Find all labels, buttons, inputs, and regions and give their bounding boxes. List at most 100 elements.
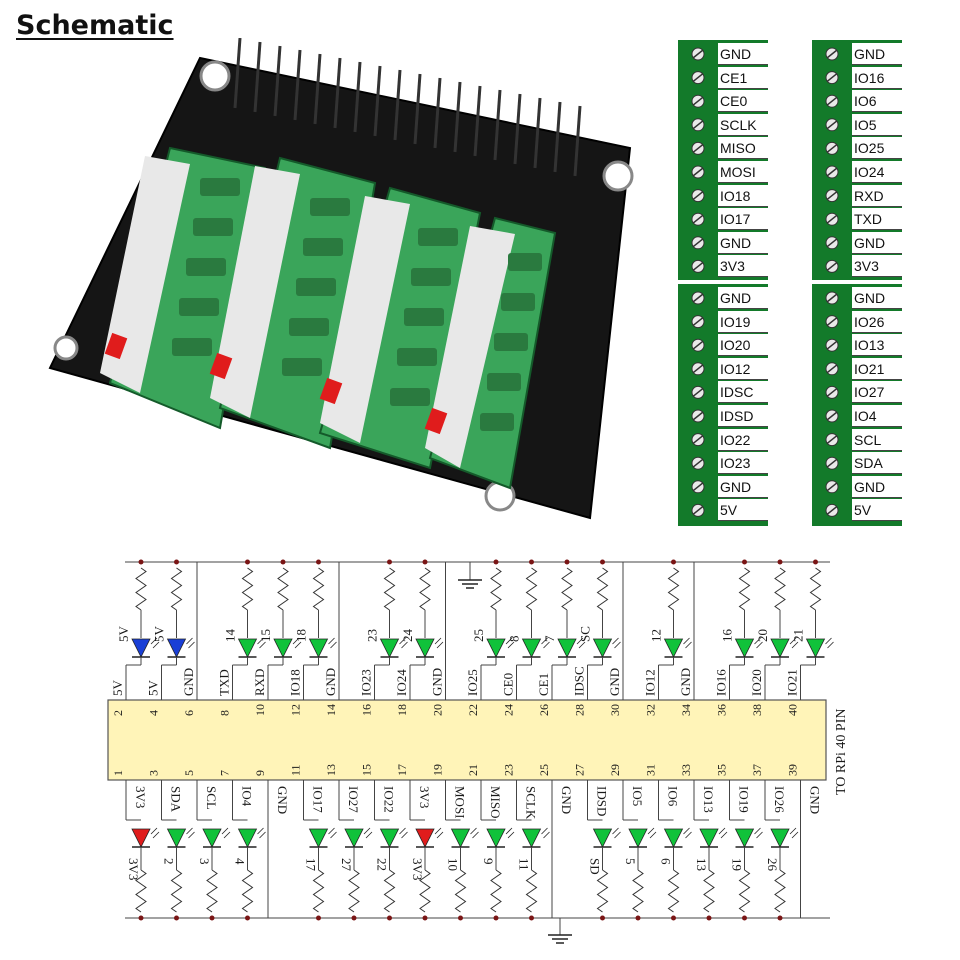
pin-number: 32 bbox=[644, 704, 658, 716]
pin-number: 13 bbox=[324, 764, 338, 776]
led-label: 2 bbox=[162, 858, 177, 865]
terminal-label: GND bbox=[718, 475, 768, 498]
terminal-label: RXD bbox=[852, 184, 902, 207]
junction-dot bbox=[600, 915, 605, 921]
signal-name: GND bbox=[181, 668, 196, 696]
signal-name: 5V bbox=[146, 680, 161, 697]
junction-dot bbox=[209, 915, 215, 921]
led-label: 19 bbox=[730, 858, 745, 871]
signal-name: 3V3 bbox=[417, 786, 432, 808]
signal-name: GND bbox=[678, 668, 693, 696]
resistor bbox=[419, 567, 431, 611]
resistor bbox=[348, 869, 360, 913]
resistor bbox=[525, 567, 538, 611]
terminal-label: IO25 bbox=[852, 137, 902, 160]
pin-number: 26 bbox=[537, 704, 551, 716]
led-icon bbox=[131, 828, 151, 848]
led-label: 14 bbox=[223, 629, 238, 643]
led-icon bbox=[557, 638, 577, 658]
resistor bbox=[632, 869, 644, 913]
led-icon bbox=[805, 638, 826, 658]
mount-hole-icon bbox=[602, 160, 634, 192]
pin-number: 6 bbox=[182, 710, 196, 716]
terminal-label: 5V bbox=[718, 499, 768, 522]
led-label: 23 bbox=[365, 629, 380, 642]
led-icon bbox=[521, 638, 542, 658]
led-label: 27 bbox=[339, 858, 354, 872]
led-label: SC bbox=[578, 626, 593, 642]
junction-dot bbox=[813, 559, 818, 565]
junction-dot bbox=[742, 559, 747, 565]
signal-name: IDSC bbox=[572, 666, 587, 696]
terminal-label: IO21 bbox=[852, 357, 902, 380]
led-label: 9 bbox=[481, 858, 496, 865]
signal-name: SDA bbox=[169, 786, 184, 813]
pin-number: 3 bbox=[147, 770, 161, 776]
terminal-label: GND bbox=[718, 231, 768, 254]
pin-number: 22 bbox=[466, 704, 480, 716]
signal-name: GND bbox=[808, 786, 823, 814]
led-icon bbox=[770, 638, 790, 658]
signal-name: GND bbox=[323, 668, 338, 696]
pin-number: 8 bbox=[218, 710, 232, 716]
resistor bbox=[454, 869, 467, 913]
terminal-label: IO26 bbox=[852, 310, 902, 333]
junction-dot bbox=[316, 559, 321, 565]
terminal-label: IO18 bbox=[718, 184, 768, 207]
junction-dot bbox=[777, 915, 783, 921]
junction-dot bbox=[777, 559, 783, 565]
resistor bbox=[170, 567, 183, 611]
junction-dot bbox=[316, 915, 321, 921]
resistor bbox=[774, 869, 786, 913]
terminal-label: IDSC bbox=[718, 381, 768, 404]
resistor bbox=[703, 869, 715, 913]
resistor bbox=[383, 567, 396, 611]
terminal-label: MOSI bbox=[718, 161, 768, 183]
terminal-label: IO4 bbox=[852, 405, 902, 427]
pin-number: 33 bbox=[679, 764, 693, 776]
mount-hole-icon bbox=[53, 335, 79, 361]
led-label: 8 bbox=[507, 636, 522, 643]
led-label: 21 bbox=[791, 629, 806, 642]
led-icon bbox=[166, 638, 187, 658]
led-label: 12 bbox=[649, 629, 664, 642]
led-icon bbox=[663, 828, 684, 848]
terminal-label: TXD bbox=[852, 208, 902, 231]
led-label: 3 bbox=[197, 858, 212, 865]
led-icon bbox=[308, 828, 329, 848]
led-icon bbox=[237, 828, 258, 848]
terminal-label: SDA bbox=[852, 452, 902, 475]
resistor bbox=[135, 567, 147, 611]
signal-name: IO22 bbox=[382, 786, 397, 813]
led-label: 7 bbox=[542, 635, 557, 642]
pin-number: 11 bbox=[289, 764, 303, 776]
terminal-label: GND bbox=[852, 287, 902, 309]
pin-number: 38 bbox=[750, 704, 764, 716]
led-icon bbox=[166, 828, 187, 848]
led-label: 18 bbox=[294, 629, 309, 642]
terminal-label: IO17 bbox=[718, 208, 768, 231]
signal-name: CE1 bbox=[536, 673, 551, 696]
signal-name: 3V3 bbox=[133, 786, 148, 808]
resistor bbox=[738, 567, 751, 611]
led-icon bbox=[202, 828, 222, 848]
junction-dot bbox=[458, 915, 463, 921]
signal-name: IO23 bbox=[359, 669, 374, 696]
pin-number: 37 bbox=[750, 764, 764, 776]
resistor bbox=[490, 567, 502, 611]
led-label: 15 bbox=[258, 629, 273, 642]
signal-name: MOSI bbox=[453, 786, 468, 819]
pin-number: 36 bbox=[715, 704, 729, 716]
junction-dot bbox=[635, 915, 641, 921]
pin-number: 12 bbox=[289, 704, 303, 716]
signal-name: GND bbox=[430, 668, 445, 696]
signal-name: IO26 bbox=[772, 786, 787, 813]
pin-number: 18 bbox=[395, 704, 409, 716]
led-label: 10 bbox=[446, 858, 461, 871]
terminal-label: IO13 bbox=[852, 334, 902, 357]
led-icon bbox=[592, 638, 613, 658]
signal-name: IO18 bbox=[288, 669, 303, 696]
junction-dot bbox=[387, 559, 392, 565]
junction-dot bbox=[529, 559, 534, 565]
